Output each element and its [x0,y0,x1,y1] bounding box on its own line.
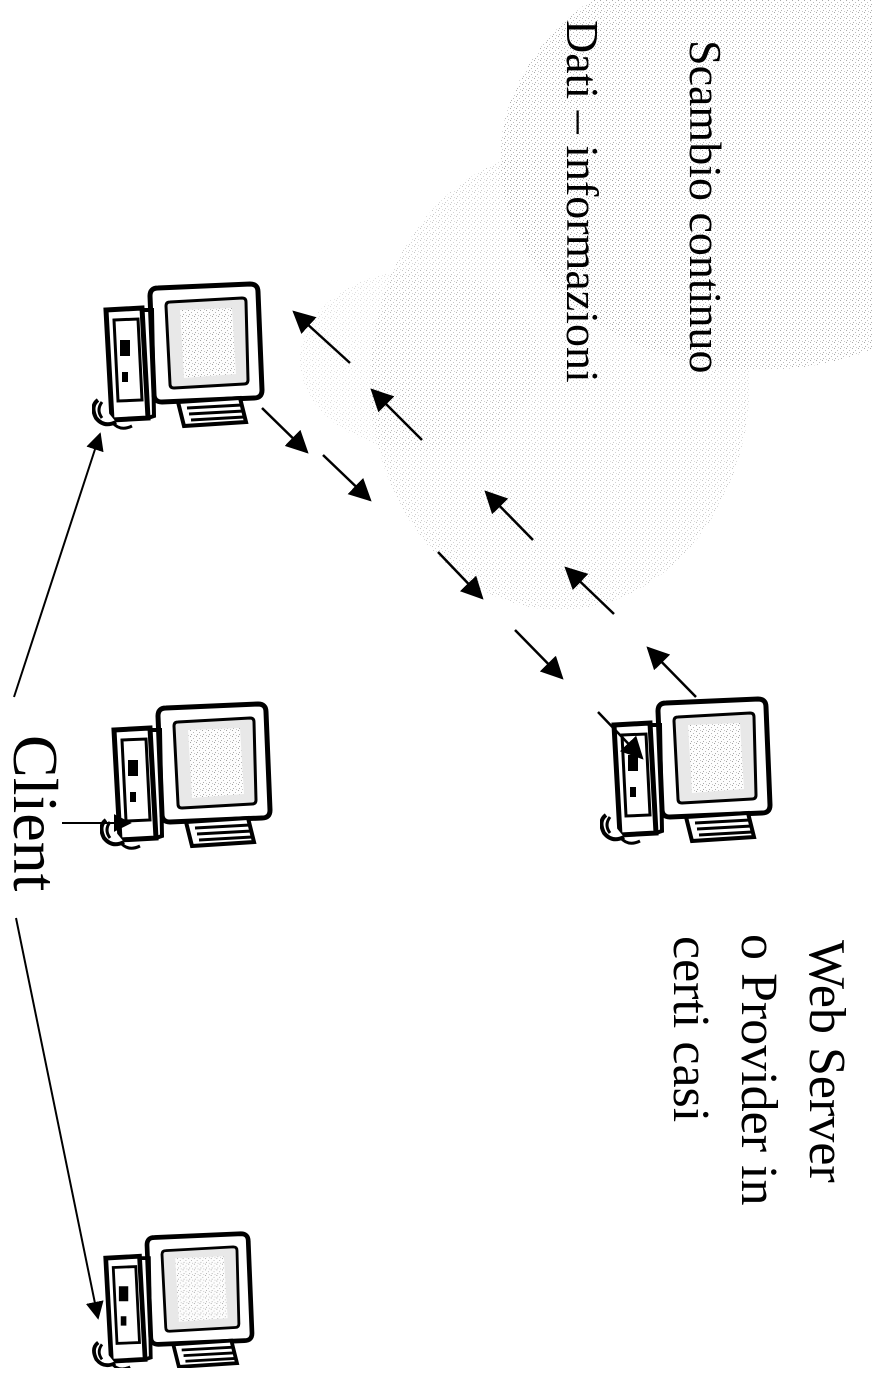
client-computer-1-icon [93,284,262,428]
arrow-up-left [484,490,534,541]
arrow-up-left [646,646,697,698]
client-computer-2-icon [101,704,270,848]
connector-to-client-1 [13,432,104,698]
server-label-line2: o Provider in [730,934,787,1206]
arrow-up-left [370,388,423,441]
server-label-line1: Web Server [798,940,855,1183]
arrow-down-right [597,711,644,760]
client-connectors [13,432,132,1320]
server-label-line3: certi casi [662,936,719,1122]
arrow-up-left [292,310,351,364]
arrow-down-right [514,629,564,680]
client-label: Client [0,735,71,892]
connector-to-client-3 [15,917,104,1320]
exchange-arrows [261,310,697,760]
arrow-up-left [564,566,615,615]
arrow-down-right [437,551,484,600]
client-computer-3-icon [94,1234,252,1368]
arrow-down-right [261,407,309,454]
server-computer-icon [601,699,770,843]
arrow-down-right [322,454,372,502]
shaded-cloud [300,0,873,610]
exchange-label-line2: Dati – informazioni [557,20,608,383]
exchange-label-line1: Scambio continuo [680,40,731,373]
